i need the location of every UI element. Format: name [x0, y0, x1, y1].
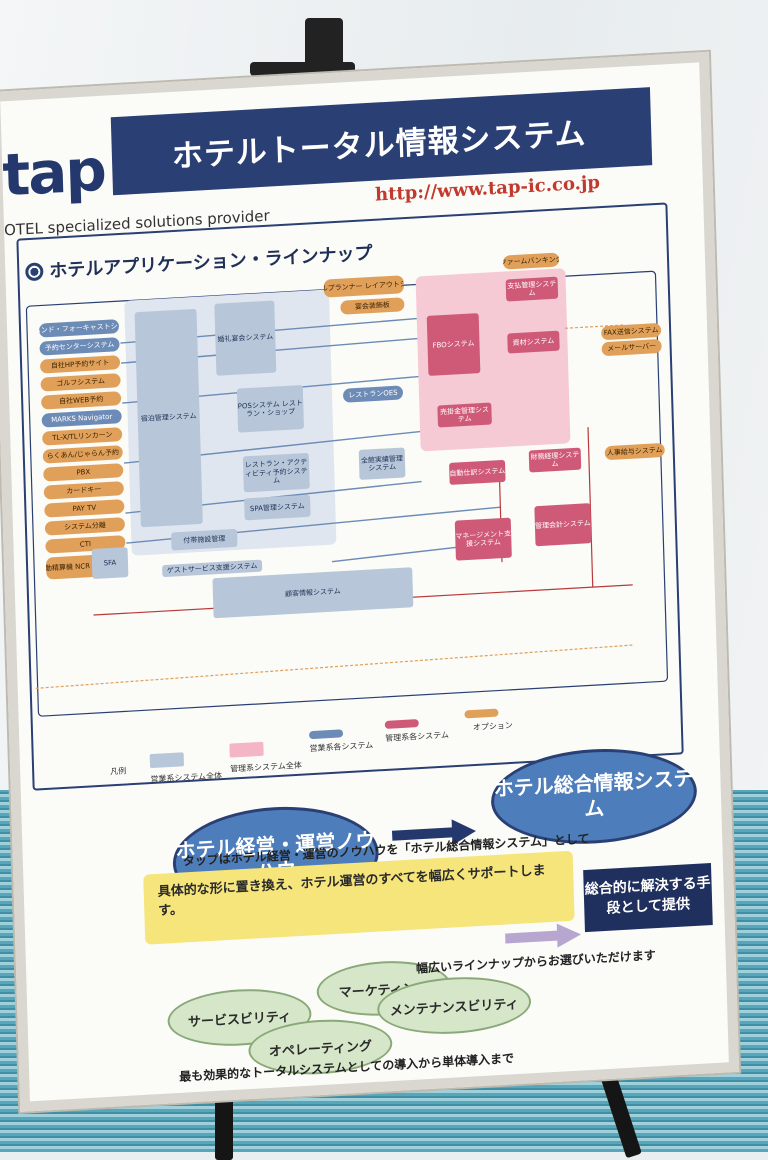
system-diagram: オンハンド・フォーキャストシステム 予約センターシステム 自社HP予約サイト ゴ…	[24, 252, 672, 728]
solution-text: 総合的に解決する手段として提供	[584, 875, 711, 917]
materials-system: 資材システム	[507, 330, 560, 354]
legend-swatch	[149, 752, 185, 769]
management-accounting-system: 管理会計システム	[534, 503, 592, 547]
right-arrow-icon	[391, 819, 476, 846]
total-performance-system: 全館実績管理システム	[358, 447, 406, 480]
payment-system: 支払管理システム	[505, 276, 559, 302]
description-text: 具体的な形に置き換え、ホテル運営のすべてを幅広くサポートします。	[157, 863, 546, 919]
legend-swatch	[229, 741, 264, 758]
poster-board: tap ホテルトータル情報システム http://www.tap-ic.co.j…	[0, 51, 740, 1112]
auto-journal-system: 自動仕訳システム	[449, 459, 506, 485]
banquet-system: 婚礼宴会システム	[214, 300, 277, 376]
total-system-oval-text: ホテル総合情報システム	[493, 765, 694, 821]
legend-label: オプション	[472, 720, 513, 733]
receivables-system: 売掛金管理システム	[437, 402, 492, 428]
facility-management: 付帯施設管理	[171, 528, 238, 551]
finance-system: 財務経理システム	[528, 447, 582, 473]
lodging-system: 宿泊管理システム	[134, 308, 203, 528]
light-arrow-icon	[505, 923, 582, 948]
spa-system: SPA管理システム	[244, 494, 311, 521]
solution-box: 総合的に解決する手段として提供	[583, 862, 713, 933]
restaurant-booking-system: レストラン・アクティビティ予約システム	[242, 452, 310, 493]
management-support-system: マネージメント支援システム	[454, 517, 512, 561]
pos-system: POSシステム レストラン・ショップ	[236, 385, 305, 433]
legend-title: 凡例	[110, 766, 127, 777]
bullet-icon	[25, 262, 44, 282]
sfa-system: SFA	[91, 547, 129, 580]
poster-title-text: ホテルトータル情報システム	[171, 115, 587, 175]
fbo-system: FBOシステム	[426, 313, 481, 376]
tap-logo: tap	[1, 135, 106, 210]
